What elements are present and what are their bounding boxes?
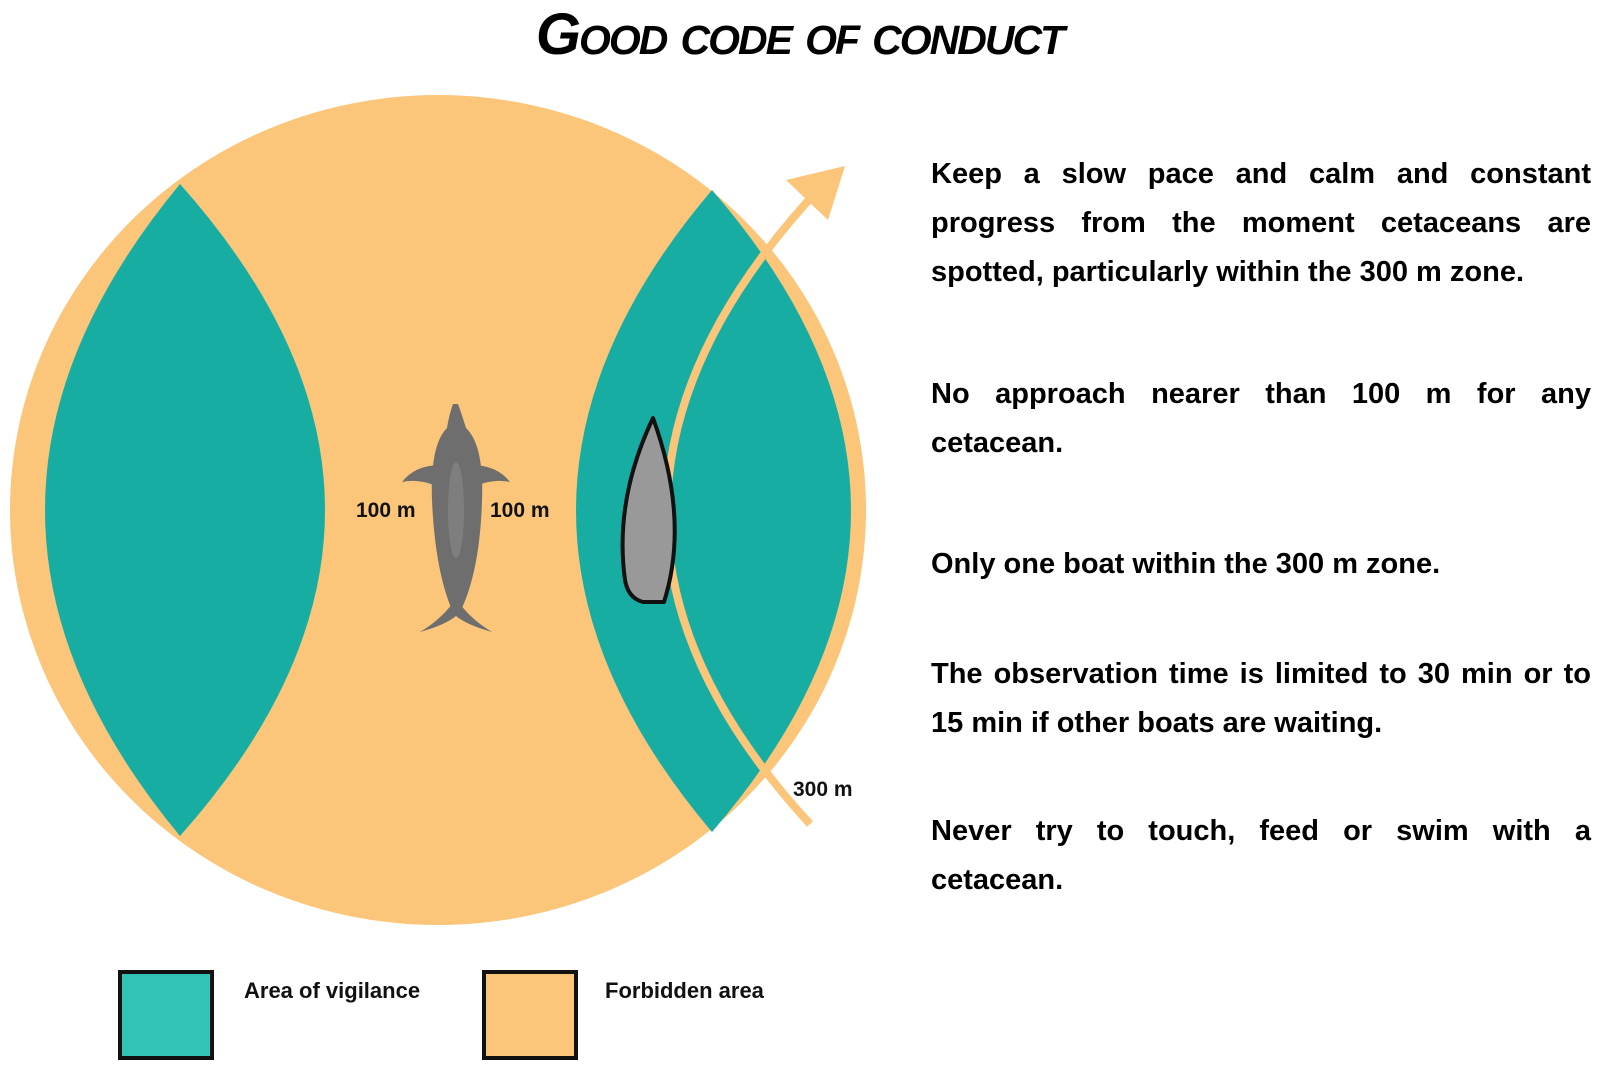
vigilance-area-right xyxy=(576,190,851,832)
vigilance-swatch xyxy=(118,970,214,1060)
rule-observation-time: The observation time is limited to 30 mi… xyxy=(931,658,1591,739)
boat-icon xyxy=(620,416,677,604)
dolphin-icon xyxy=(402,404,510,632)
rule-no-contact: Never try to touch, feed or swim with a … xyxy=(931,815,1591,896)
outer-distance-label: 300 m xyxy=(793,778,853,801)
right-distance-label: 100 m xyxy=(490,499,550,522)
code-of-conduct-diagram: 100 m 100 m 300 m xyxy=(0,80,900,960)
legend-label-vigilance: Area of vigilance xyxy=(244,978,421,1003)
vigilance-area-left xyxy=(45,184,325,836)
left-distance-label: 100 m xyxy=(356,499,416,522)
rule-one-boat: Only one boat within the 300 m zone. xyxy=(931,548,1441,580)
legend-label-forbidden: Forbidden area xyxy=(605,978,764,1003)
rule-minimum-distance: No approach nearer than 100 m for any ce… xyxy=(931,378,1591,459)
forbidden-swatch xyxy=(482,970,578,1060)
rule-slow-pace: Keep a slow pace and calm and constant p… xyxy=(931,158,1591,288)
page-title: Good code of conduct xyxy=(535,2,1065,67)
arrow-head-icon xyxy=(786,166,845,220)
